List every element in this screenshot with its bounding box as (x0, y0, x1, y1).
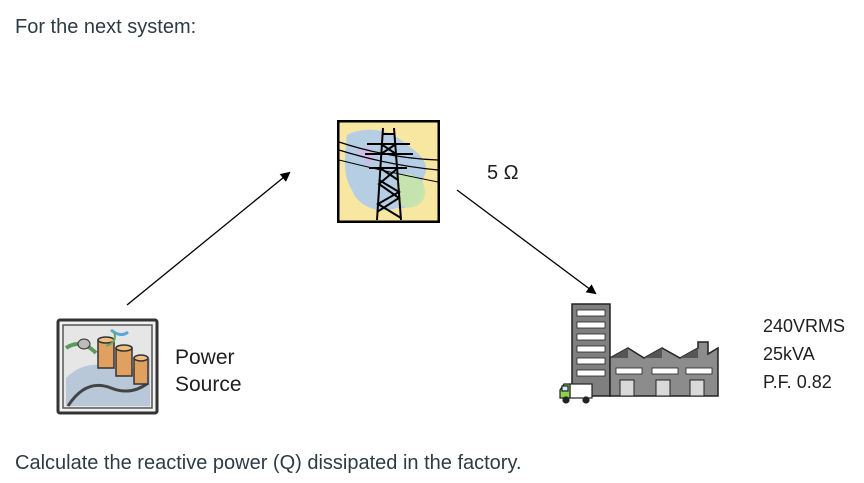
factory-specs: 240VRMS 25kVA P.F. 0.82 (763, 312, 845, 396)
power-source-label-line2: Source (175, 373, 242, 396)
factory-power-factor: P.F. 0.82 (763, 372, 832, 392)
power-source-label-line1: Power (175, 346, 235, 369)
transmission-tower-icon (336, 119, 441, 228)
factory-apparent-power: 25kVA (763, 344, 815, 364)
question-text: Calculate the reactive power (Q) dissipa… (15, 452, 522, 474)
power-source-label: Power Source (175, 344, 242, 398)
intro-text: For the next system: (15, 16, 197, 38)
power-plant-icon (56, 318, 159, 420)
arrow-source-to-line (126, 171, 291, 306)
factory-voltage: 240VRMS (763, 316, 846, 336)
line-resistance-label: 5 Ω (487, 162, 519, 184)
arrow-line-to-factory (456, 189, 597, 295)
factory-icon (558, 302, 738, 413)
